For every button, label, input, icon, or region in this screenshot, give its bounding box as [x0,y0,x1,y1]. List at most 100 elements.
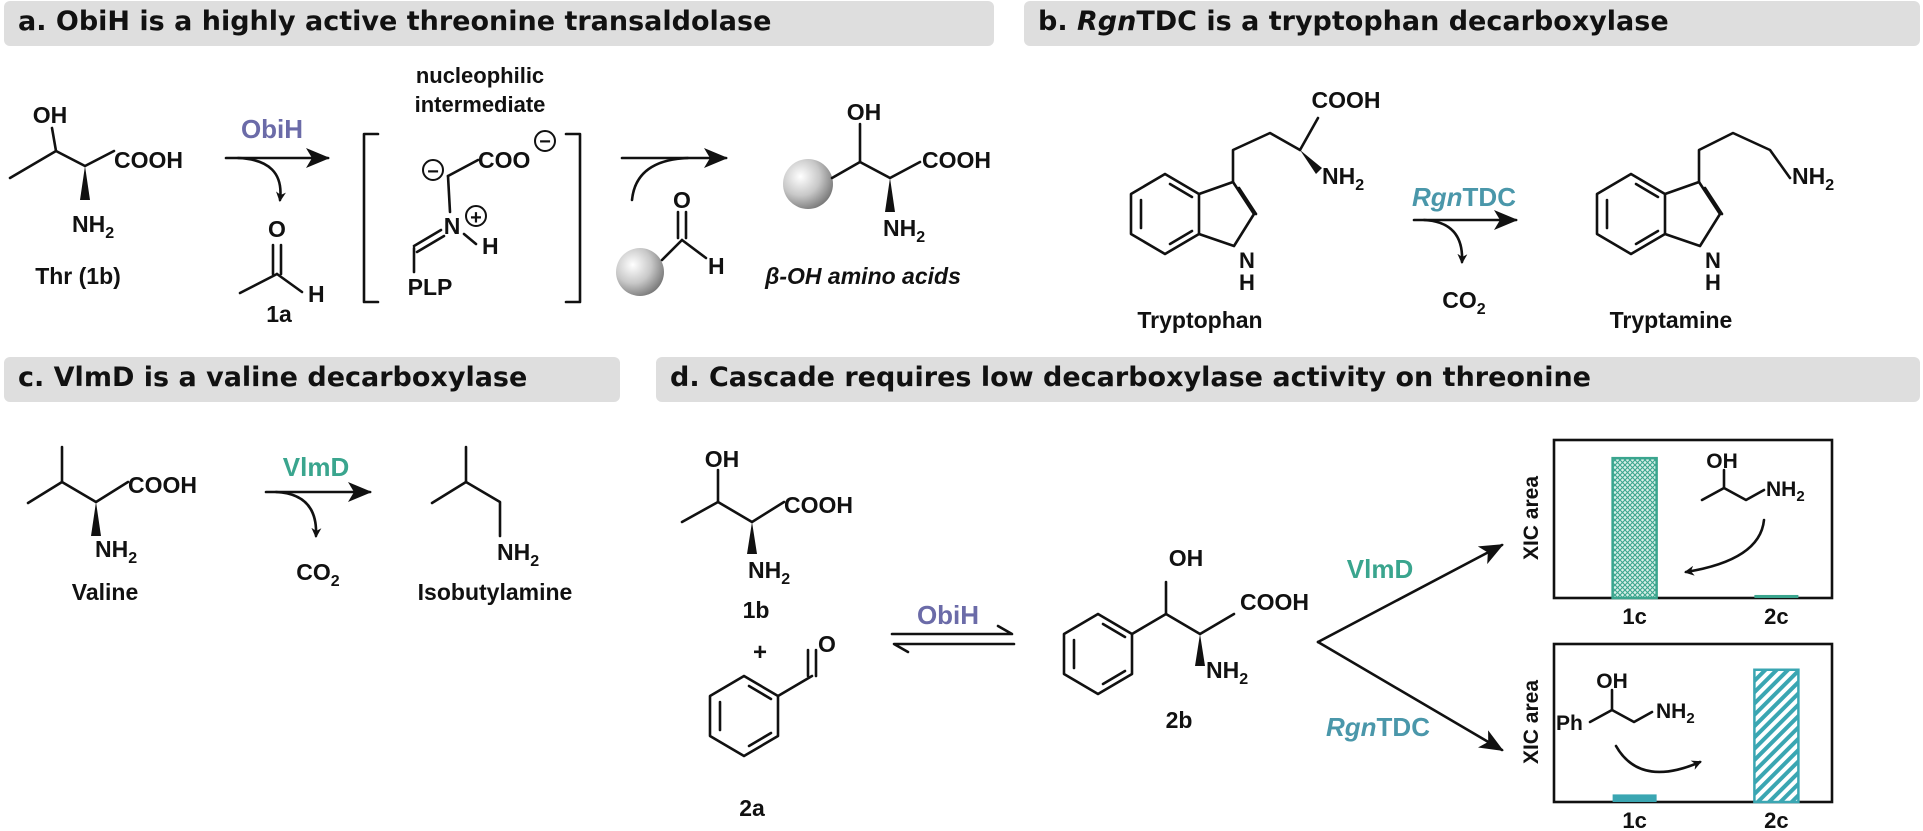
bar-1c [1612,794,1657,802]
sub-2: 2 [105,225,114,242]
label-nh2-2: NH2 [883,215,925,246]
label-cooh-6: COOH [1240,589,1309,615]
label-nh2-3: NH2 [1322,163,1364,194]
label-h: H [308,281,325,307]
label-oh-4: OH [1169,545,1204,571]
plus-between: + [753,639,767,666]
sub-2-7: 2 [331,573,340,590]
label-tryptamine: Tryptamine [1610,307,1733,333]
panel-b-title: b. RgnTDC is a tryptophan decarboxylase [1038,6,1669,37]
chart-category-label-2: 2c [1764,808,1788,831]
phenylserine-2b: OH COOH NH2 2b [1062,545,1309,733]
sub-2-12: 2 [1686,710,1694,727]
panel-a-title: a. ObiH is a highly active threonine tra… [18,6,772,37]
sub-2-4: 2 [1477,301,1486,318]
bar-2c [1753,668,1800,804]
panel-d-header: d. Cascade requires low decarboxylase ac… [656,357,1920,402]
label-h-4: H [1705,270,1721,295]
nh-text-4: NH [1792,163,1825,189]
carboxylate-charge [534,130,556,152]
chart-frame [1552,438,1834,600]
iminium-charge [465,205,487,227]
label-oh-6: OH [1596,670,1628,693]
label-o-2: O [673,187,691,213]
nh-text-10: NH [1656,700,1686,723]
panel-b-title-rest: TDC is a tryptophan decarboxylase [1136,6,1669,37]
generic-aldehyde: O H [616,187,725,296]
label-cooh-2: COOH [922,147,991,173]
sub-2-8: 2 [530,553,539,570]
beta-oh-amino-acid: OH COOH NH2 β-OH amino acids [764,99,991,289]
label-plp: PLP [408,274,453,300]
stereo-wedge-4 [91,502,101,536]
label-nh2-8: NH2 [1206,657,1248,688]
chart-frame-2 [1552,642,1834,804]
stereo-wedge [80,166,90,200]
enzyme-rgn-italic-2: Rgn [1326,712,1377,742]
label-nh2: NH2 [72,211,114,242]
label-cooh-3: COOH [1312,87,1381,113]
enzyme-tdc: TDC [1463,182,1517,212]
label-co2-2: CO2 [296,559,340,590]
panel-a-header: a. ObiH is a highly active threonine tra… [4,1,994,46]
enzyme-tdc-2: TDC [1377,712,1431,742]
minus-sign-2: − [539,131,551,153]
sub-2-10: 2 [1239,671,1248,688]
label-nh2-10: NH2 [1656,700,1695,727]
enzyme-obih-2: ObiH [917,600,979,630]
label-nh2-7: NH2 [748,557,790,588]
stereo-wedge-6 [1195,634,1205,666]
obih-equilibrium-arrow: ObiH [890,600,1016,654]
minus-sign: − [427,161,439,183]
nh-text-5: NH [95,536,128,562]
sub-2-9: 2 [781,571,790,588]
r-group-ball-2 [783,159,833,209]
carbanion-charge [422,159,444,181]
label-valine: Valine [72,579,138,605]
label-oh-5: OH [1706,450,1738,473]
label-cooh-4: COOH [128,472,197,498]
label-h-2: H [708,253,725,279]
label-nucleophilic: nucleophilic [416,63,544,88]
label-isobutylamine: Isobutylamine [418,579,573,605]
label-o-3: O [818,631,836,657]
aminopropanol-inset: OH NH2 [1684,450,1805,576]
label-1a: 1a [266,301,292,327]
chart-category-label-2: 1c [1622,808,1646,831]
label-coo: COO [478,147,530,173]
enzyme-vlmd: VlmD [283,452,349,482]
label-nh2-4: NH2 [1792,163,1834,194]
chart-category-label: 2c [1764,604,1788,629]
nh-text-9: NH [1766,478,1796,501]
obih-arrow-a: ObiH [224,114,330,202]
nucleophilic-intermediate: nucleophilic intermediate − COO − N + H … [362,63,582,304]
rgntdc-arrow-b: RgnTDC CO2 [1412,182,1518,318]
valine-structure: COOH NH2 Valine [26,445,197,605]
label-thr-1b: Thr (1b) [35,263,121,289]
sub-2-5: 2 [1825,177,1834,194]
enzyme-rgntdc-2: RgnTDC [1326,712,1430,742]
enzyme-vlmd-2: VlmD [1347,554,1413,584]
chart-vlmd: XIC area 1c 2c OH NH2 [1520,438,1834,629]
label-2a: 2a [739,795,765,821]
panel-d-title: d. Cascade requires low decarboxylase ac… [670,362,1591,393]
plus-sign: + [470,207,482,229]
label-h-3: H [1239,270,1255,295]
enzyme-rgntdc: RgnTDC [1412,182,1516,212]
chart-ylabel: XIC area [1520,476,1543,560]
nh-text-6: NH [497,539,530,565]
aldehyde-addition-arrow [620,148,728,202]
chart-bars-2 [1612,668,1800,804]
sub-2-6: 2 [128,550,137,567]
panel-c-header: c. VlmD is a valine decarboxylase [4,357,620,402]
stereo-wedge-2 [885,178,895,212]
label-n-2: N [1239,248,1255,273]
stereo-wedge-5 [747,522,757,554]
bar-2c [1754,594,1799,598]
chart-ylabel-2: XIC area [1520,680,1543,764]
chart-bars [1611,456,1799,600]
label-nh: H [482,233,499,259]
threonine-1b: OH COOH NH2 1b + [680,446,853,666]
label-intermediate: intermediate [415,92,546,117]
